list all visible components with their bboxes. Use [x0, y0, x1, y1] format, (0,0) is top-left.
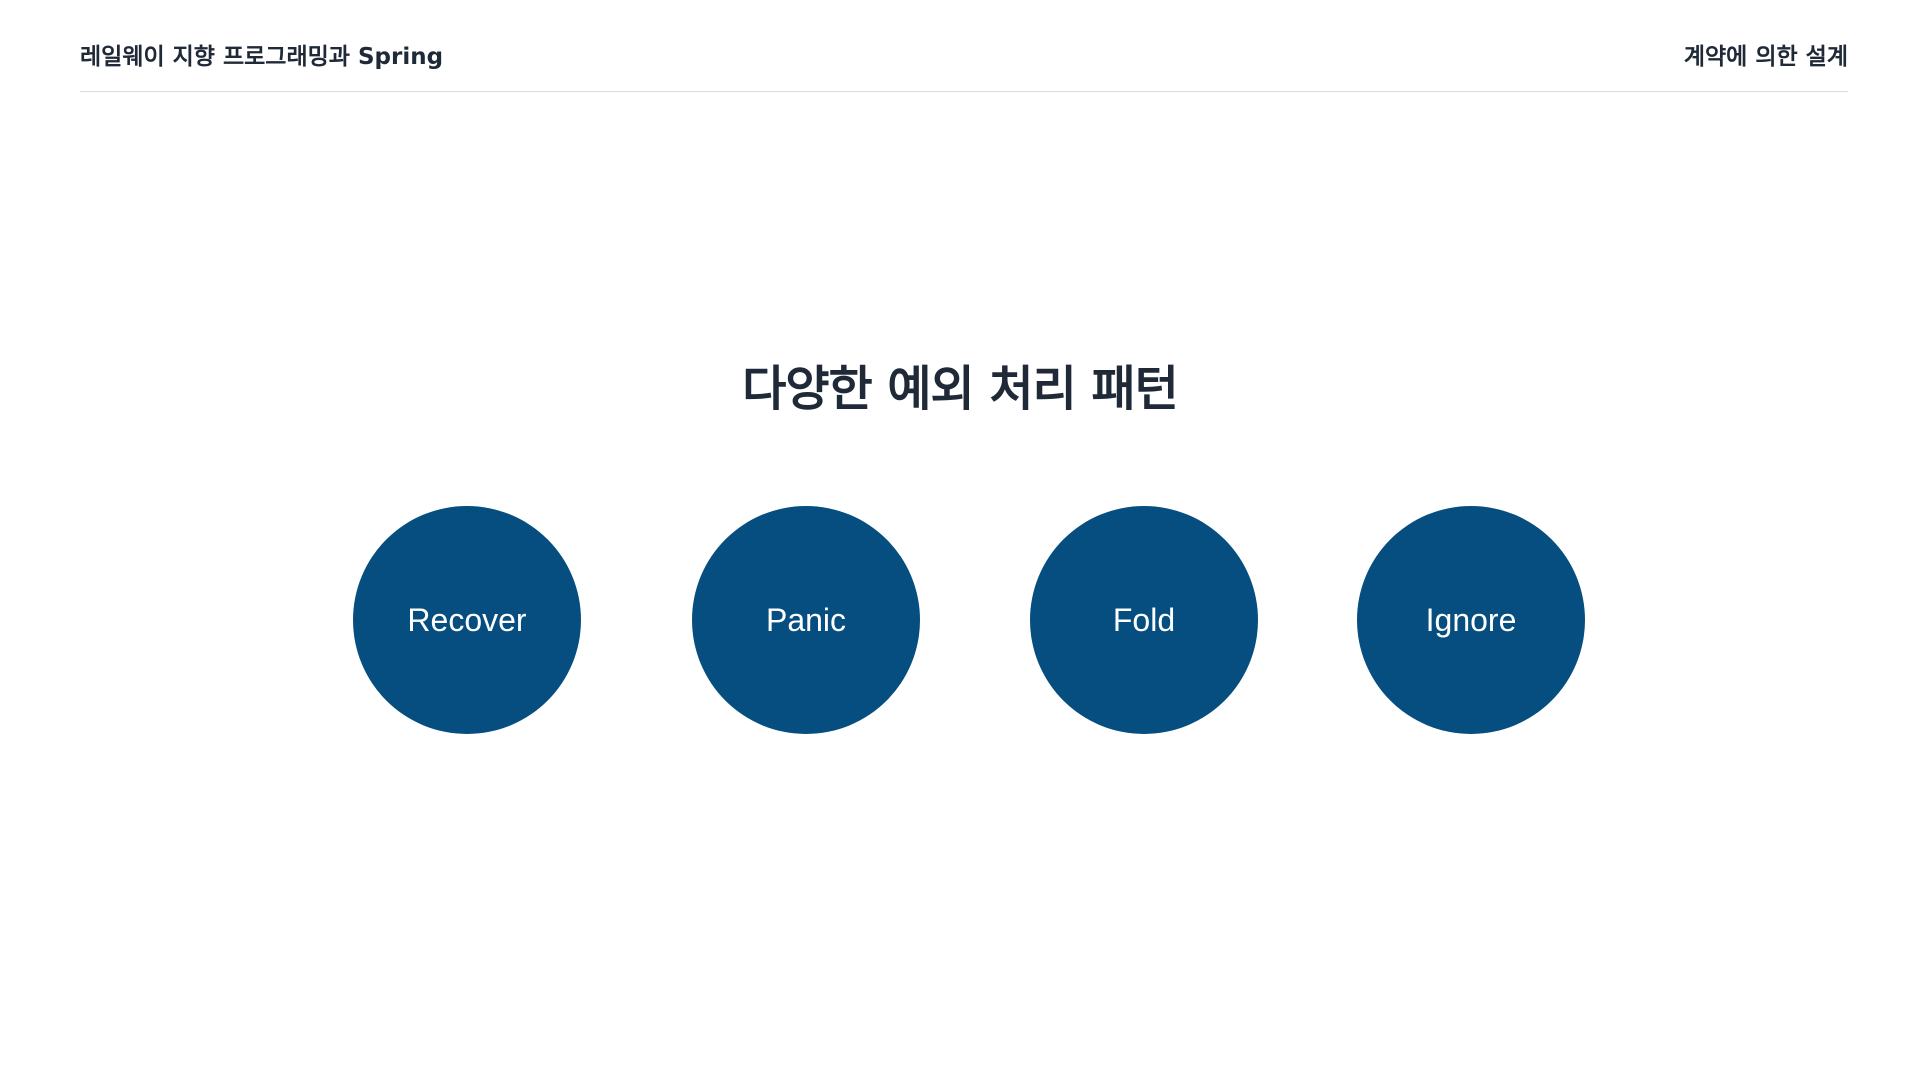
recover-circle: Recover: [353, 506, 581, 734]
panic-circle: Panic: [692, 506, 920, 734]
ignore-label: Ignore: [1425, 602, 1517, 638]
panic-label: Panic: [765, 602, 847, 638]
slide-title: 다양한 예외 처리 패턴: [742, 361, 1179, 417]
fold-label: Fold: [1112, 602, 1176, 638]
fold-circle: Fold: [1030, 506, 1258, 734]
pattern-circles: Recover Panic Fold Ignore: [0, 506, 1920, 734]
slide-header: 레일웨이 지향 프로그래밍과 Spring 계약에 의한 설계: [80, 46, 1848, 92]
recover-label: Recover: [407, 602, 527, 638]
presentation-title: 레일웨이 지향 프로그래밍과 Spring: [80, 44, 444, 70]
ignore-circle: Ignore: [1357, 506, 1585, 734]
section-title: 계약에 의한 설계: [1683, 44, 1848, 70]
